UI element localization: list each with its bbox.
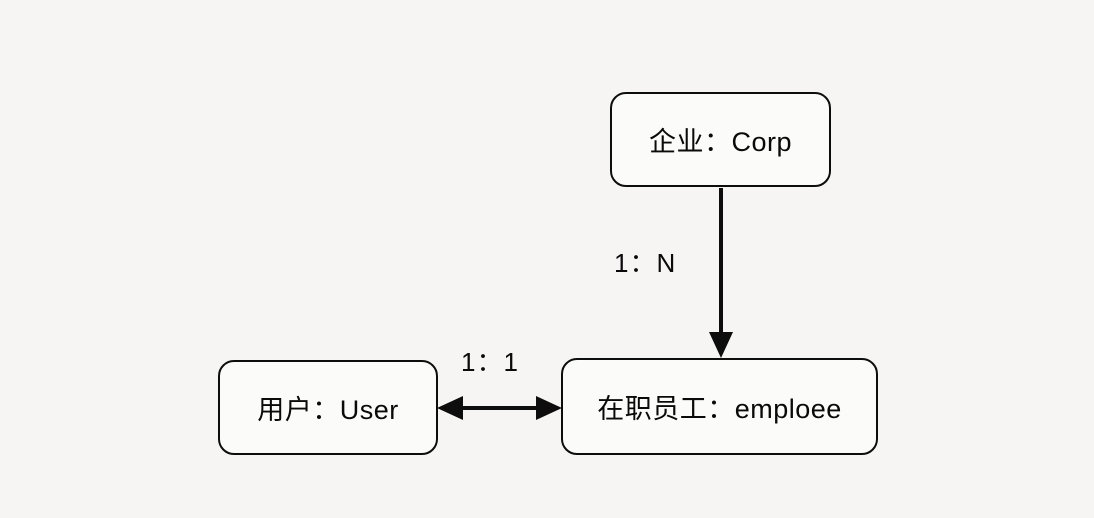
edge-label-one-to-one: 1：1 (461, 347, 519, 377)
node-corp: 企业：Corp (610, 92, 831, 187)
node-user: 用户：User (218, 360, 438, 455)
node-corp-label: 企业：Corp (648, 127, 793, 157)
node-employee: 在职员工：emploee (561, 358, 878, 455)
node-employee-label: 在职员工：emploee (597, 394, 842, 424)
node-user-label: 用户：User (257, 395, 399, 425)
edge-label-one-to-many: 1：N (614, 248, 677, 278)
